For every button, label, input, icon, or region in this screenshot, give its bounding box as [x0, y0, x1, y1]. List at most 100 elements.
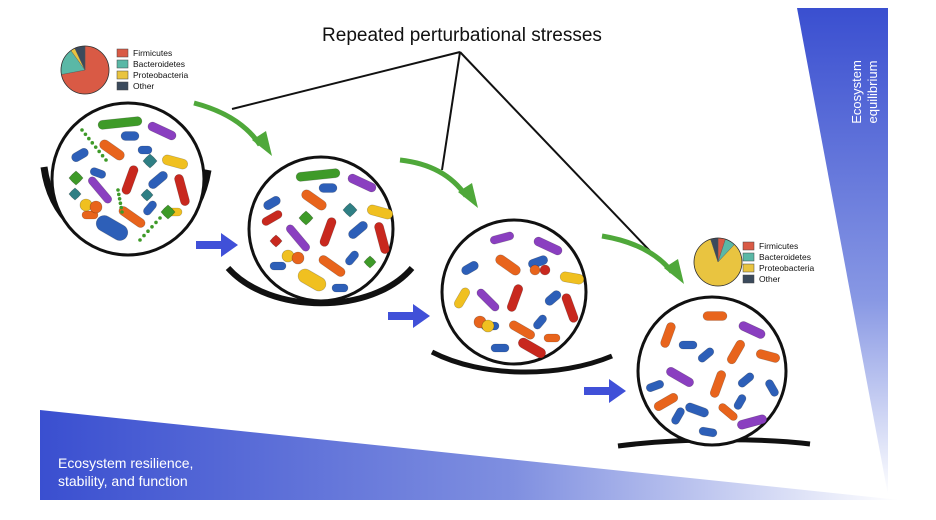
bacterium-rod	[543, 333, 561, 343]
bacterium-rod	[685, 402, 709, 418]
bacterium-rod	[646, 379, 664, 393]
bacterium-rod	[261, 210, 283, 226]
bacterium-chain-cell	[93, 145, 98, 149]
bacterium-coccus	[481, 319, 495, 333]
legend-label-proteobacteria: Proteobacteria	[759, 263, 815, 273]
bacterium-chain-cell	[138, 238, 142, 242]
bacterium-rod	[99, 139, 125, 161]
bacterium-rod	[71, 147, 89, 163]
green-arrowhead-3	[664, 259, 684, 284]
cradle-3	[430, 349, 613, 375]
legend-swatch-other	[116, 81, 129, 91]
resilience-label-line2: stability, and function	[58, 473, 188, 489]
bacterium-rod	[737, 414, 767, 430]
bacterium-rod	[319, 217, 337, 247]
stress-lines	[231, 51, 651, 252]
blue-arrow-2	[388, 304, 430, 328]
pie-outline	[693, 237, 743, 287]
legend-label-proteobacteria: Proteobacteria	[133, 70, 189, 80]
bacterium-cluster	[68, 187, 82, 201]
legend-swatch-bacteroidetes	[116, 59, 129, 69]
bacterium-cluster	[140, 188, 154, 202]
community-1	[40, 101, 212, 257]
green-arrowhead-1	[252, 131, 272, 156]
bacterium-rod	[453, 287, 471, 309]
bacterium-rod	[95, 215, 129, 241]
community-2	[225, 155, 415, 307]
green-arrow-3	[601, 233, 674, 274]
bacterium-rod	[671, 407, 685, 425]
legend-swatch-other	[742, 274, 755, 284]
green-arrow-1	[193, 100, 263, 147]
bacterium-rod	[148, 171, 168, 189]
bacterium-chain-cell	[117, 197, 122, 201]
green-arrowhead-2	[458, 183, 478, 208]
bacterium-rod	[461, 260, 479, 276]
bacterium-rod	[269, 261, 287, 271]
bacterium-rod	[518, 337, 546, 359]
bacterium-cluster	[363, 255, 377, 269]
bacterium-rod	[347, 173, 377, 193]
bacterium-rod	[698, 426, 718, 438]
bacterium-rod	[174, 174, 190, 206]
bacterium-rod	[87, 176, 113, 204]
bacterium-rod	[121, 165, 139, 195]
bacterium-chain-cell	[83, 132, 88, 137]
bacterium-cluster	[298, 210, 314, 226]
bacterium-rod	[533, 236, 563, 256]
bacterium-rod	[476, 288, 500, 312]
pie-chart-initial	[60, 45, 110, 95]
bacterium-rod	[97, 116, 143, 130]
bacterium-chain-cell	[117, 192, 121, 197]
bacterium-coccus	[529, 264, 541, 276]
bacterium-rod	[709, 370, 727, 398]
equilibrium-label-line1: Ecosystem	[849, 60, 864, 124]
legend-swatch-proteobacteria	[116, 70, 129, 80]
bacterium-rod	[348, 221, 368, 239]
bacterium-chain-cell	[80, 128, 84, 132]
blue-arrows	[196, 233, 626, 403]
bacterium-rod	[508, 320, 536, 340]
bacterium-rod	[755, 349, 781, 363]
bacterium-rod	[331, 283, 349, 293]
bacterium-rod	[559, 271, 585, 285]
bacterium-rod	[653, 392, 679, 412]
bacterium-chain-cell	[118, 201, 123, 205]
bacterium-rod	[733, 394, 747, 410]
bacterium-chain-cell	[154, 220, 158, 225]
bacterium-chain-cell	[119, 205, 123, 210]
blue-arrow-1	[196, 233, 238, 257]
bacterium-rod	[702, 311, 728, 321]
bacterium-rod	[297, 268, 327, 292]
bacterium-rod	[263, 195, 281, 211]
bacterium-cluster	[142, 153, 158, 169]
microbes-1	[68, 116, 190, 242]
bacterium-chain-cell	[90, 141, 95, 145]
bacterium-rod	[143, 200, 157, 216]
bacterium-chain-cell	[100, 153, 105, 158]
bacterium-rod	[765, 379, 779, 397]
pie-outline	[60, 45, 110, 95]
equilibrium-wedge	[797, 8, 888, 495]
bacterium-chain-cell	[116, 188, 120, 192]
bacterium-rod	[374, 222, 390, 254]
bacterium-chain-cell	[104, 158, 108, 162]
resilience-wedge	[40, 410, 900, 500]
legend-swatch-firmicutes	[116, 48, 129, 58]
bacterium-rod	[490, 343, 510, 353]
bacterium-cluster	[160, 204, 176, 220]
legend-final: Firmicutes Bacteroidetes Proteobacteria …	[742, 241, 815, 284]
bacterium-coccus	[539, 264, 551, 276]
bacterium-rod	[318, 183, 338, 193]
pie-chart-final	[693, 237, 743, 287]
bacterium-cluster	[68, 170, 84, 186]
legend-swatch-firmicutes	[742, 241, 755, 251]
bacterium-rod	[561, 293, 579, 323]
legend-initial: Firmicutes Bacteroidetes Proteobacteria …	[116, 48, 189, 91]
bacterium-chain-cell	[97, 149, 101, 154]
bacterium-chain-cell	[158, 216, 162, 220]
microbes-2	[261, 168, 394, 293]
bacterium-rod	[285, 224, 311, 252]
bacterium-rod	[697, 347, 715, 363]
bacterium-rod	[366, 204, 394, 220]
